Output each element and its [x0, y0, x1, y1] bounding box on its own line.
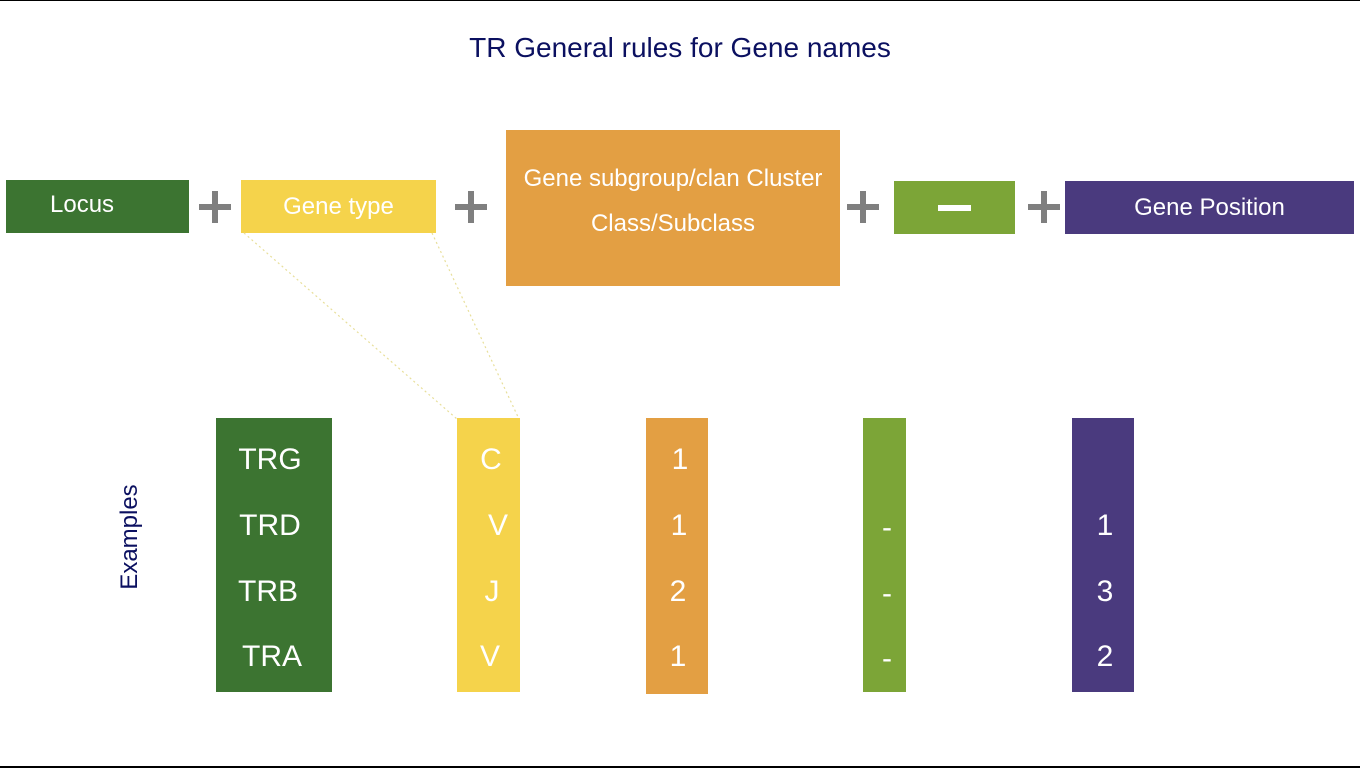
- gene-type-label: Gene type: [283, 192, 394, 220]
- dash-box: [894, 181, 1015, 234]
- example-locus: TRD: [239, 509, 301, 542]
- gene-subgroup-label-line1: Gene subgroup/clan Cluster: [523, 165, 823, 192]
- example-subgroup: 1: [670, 509, 688, 542]
- example-dash: -: [882, 642, 892, 675]
- locus-label: Locus: [50, 190, 115, 218]
- example-gene-type: C: [480, 443, 502, 476]
- example-dash: -: [882, 577, 892, 610]
- dash-column: - - -: [863, 418, 906, 692]
- example-locus: TRA: [242, 640, 302, 673]
- gene-subgroup-label-line2: Class/Subclass: [590, 210, 756, 237]
- subgroup-column: 1 1 2 1: [646, 418, 708, 694]
- example-gene-type: V: [479, 640, 501, 673]
- example-subgroup: 2: [669, 575, 687, 608]
- example-position: 1: [1096, 509, 1114, 542]
- gene-position-label: Gene Position: [1134, 193, 1285, 221]
- example-position: 3: [1096, 575, 1114, 608]
- example-subgroup: 1: [669, 640, 687, 673]
- page-title: TR General rules for Gene names: [469, 32, 891, 63]
- example-gene-type: J: [484, 575, 500, 608]
- gene-type-column: C V J V: [457, 418, 520, 692]
- locus-column: TRG TRD TRB TRA: [216, 418, 332, 692]
- locus-box: Locus: [6, 180, 189, 233]
- example-position: 2: [1096, 640, 1114, 673]
- plus-icon: [847, 191, 879, 223]
- gene-position-box: Gene Position: [1065, 181, 1354, 234]
- connector-line-right: [431, 232, 520, 420]
- top-border: [0, 0, 1360, 1]
- plus-icon: [199, 191, 231, 223]
- plus-icon: [455, 191, 487, 223]
- gene-subgroup-box: Gene subgroup/clan Cluster Class/Subclas…: [506, 130, 840, 286]
- example-gene-type: V: [487, 509, 509, 542]
- example-subgroup: 1: [671, 443, 689, 476]
- examples-label: Examples: [116, 484, 143, 590]
- plus-icon: [1028, 191, 1060, 223]
- example-locus: TRG: [238, 443, 302, 476]
- position-column: 1 3 2: [1072, 418, 1134, 692]
- connector-line-left: [243, 232, 458, 420]
- example-locus: TRB: [238, 575, 298, 608]
- minus-icon: [938, 204, 971, 211]
- example-dash: -: [882, 511, 892, 544]
- bottom-border: [0, 766, 1360, 768]
- gene-type-box: Gene type: [241, 180, 436, 233]
